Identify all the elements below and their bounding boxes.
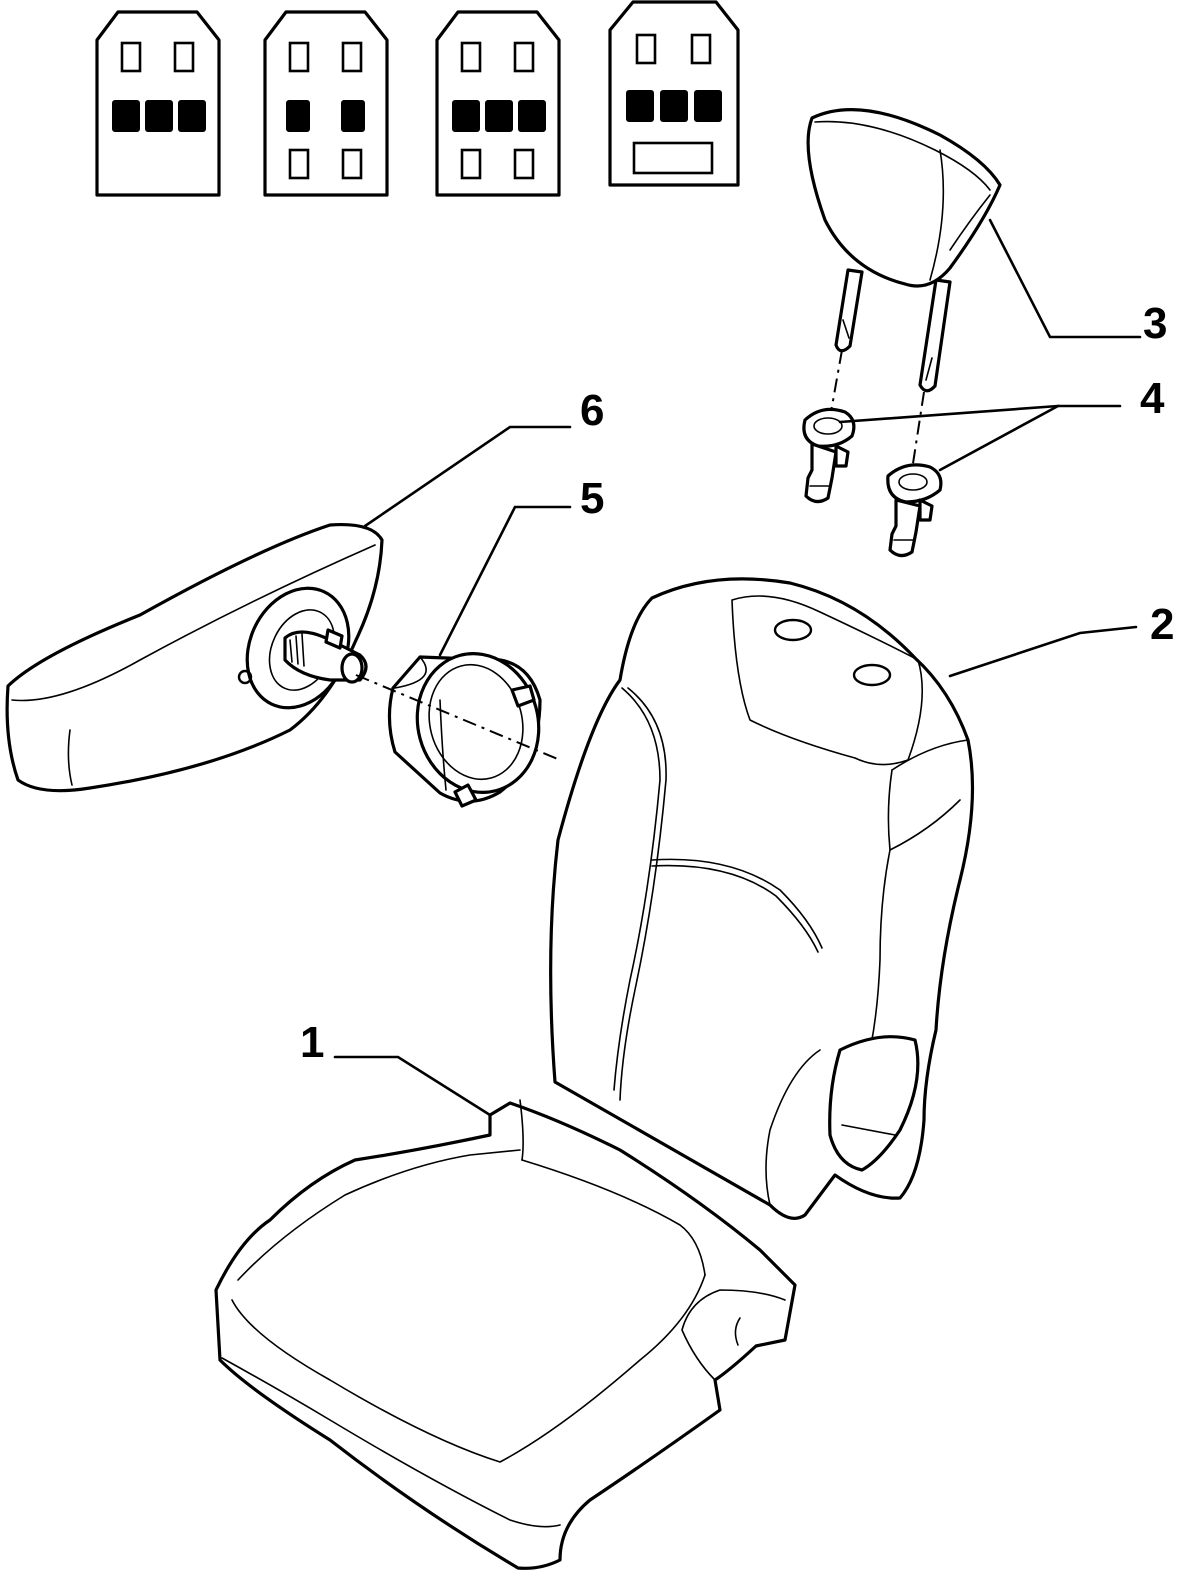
- callout-6: 6: [580, 386, 604, 435]
- leader-4a: [838, 404, 1122, 424]
- variant-icon-3: [435, 10, 561, 197]
- armrest-bushing: [387, 652, 542, 808]
- callout-5: 5: [580, 474, 604, 523]
- variant-icon-4: [608, 0, 740, 187]
- headrest: [806, 108, 1002, 393]
- seat-cushion: [214, 1099, 797, 1570]
- headrest-guide-2: [886, 463, 943, 558]
- armrest: [5, 522, 384, 793]
- leader-2: [948, 625, 1138, 678]
- variant-legend: [95, 0, 740, 197]
- callout-2: 2: [1150, 600, 1174, 649]
- seat-backrest: [549, 577, 975, 1220]
- leader-5: [438, 505, 572, 657]
- callout-1: 1: [300, 1018, 324, 1067]
- axis-line-rod-2: [911, 391, 925, 471]
- axis-line-armrest: [355, 674, 561, 761]
- leader-1: [333, 1055, 492, 1117]
- headrest-guide-1: [802, 407, 856, 504]
- leader-6: [363, 425, 572, 528]
- leader-3: [988, 218, 1142, 339]
- variant-icon-1: [95, 10, 221, 197]
- callout-labels: 1 2 3 4 5 6: [300, 299, 1174, 1067]
- leader-lines: [333, 218, 1142, 1117]
- callout-3: 3: [1143, 299, 1167, 348]
- callout-4: 4: [1140, 374, 1165, 423]
- leader-4b: [938, 404, 1060, 472]
- variant-icon-2: [263, 10, 389, 197]
